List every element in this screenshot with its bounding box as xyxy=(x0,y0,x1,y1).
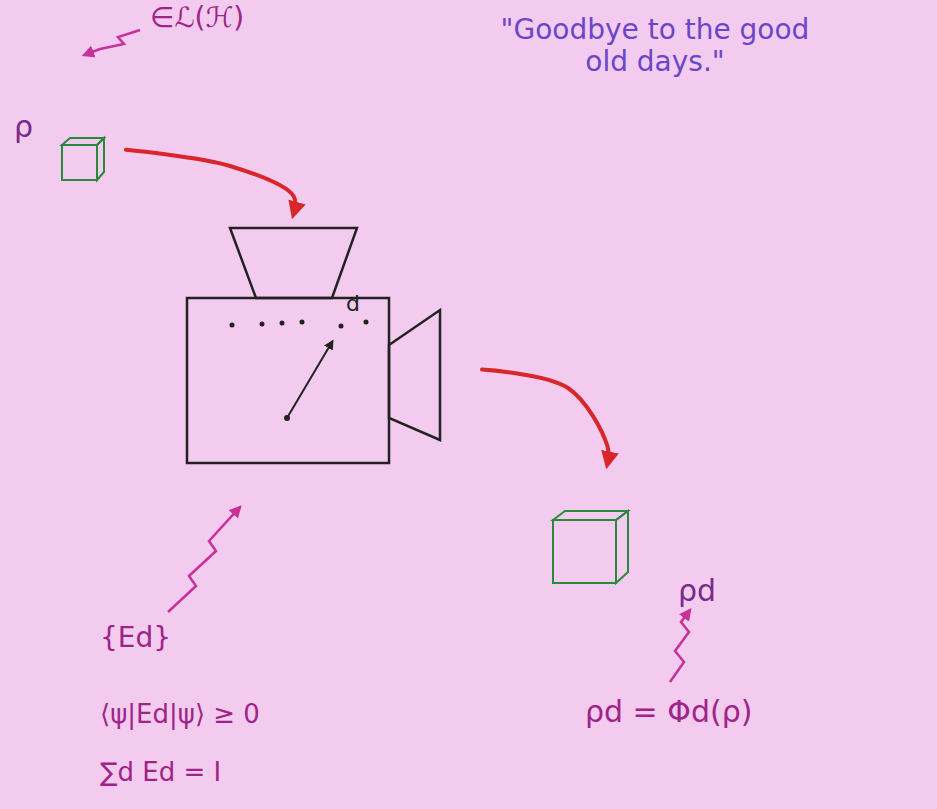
state-label: ρ xyxy=(14,110,33,143)
outcome-label: d xyxy=(346,292,360,316)
flow-arrow xyxy=(482,370,608,464)
input-cube-outline xyxy=(60,136,106,182)
state-label: ρd xyxy=(678,574,716,607)
output-cube-outline xyxy=(550,508,632,586)
measurement-device: d xyxy=(186,228,442,464)
squiggle-arrow xyxy=(670,610,690,682)
input-cube: ρ xyxy=(60,136,106,182)
space-label: ∈ℒ(ℋ) xyxy=(150,2,244,34)
squiggle-arrow xyxy=(84,30,140,55)
quote: "Goodbye to the good old days." xyxy=(500,14,810,78)
measurement-device-outline xyxy=(186,228,442,464)
output-cube: ρd xyxy=(550,508,632,586)
formula: {Ed} xyxy=(100,622,171,654)
squiggle-arrow xyxy=(168,507,240,612)
formula: ∑d Ed = I xyxy=(100,758,221,788)
flow-arrow xyxy=(126,150,295,214)
formula: ⟨ψ|Ed|ψ⟩ ≥ 0 xyxy=(100,700,260,730)
formula: ρd = Φd(ρ) xyxy=(585,695,752,730)
